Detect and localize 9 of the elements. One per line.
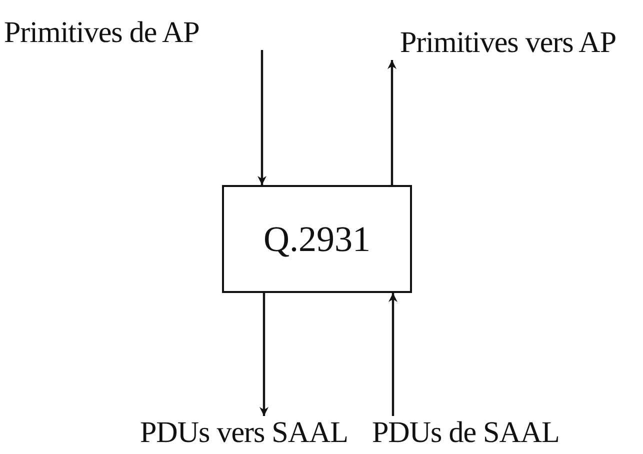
arrow xyxy=(388,60,396,185)
label-text: Primitives de AP xyxy=(4,16,266,50)
label-text: PDUs vers SAAL xyxy=(140,416,350,450)
process-box: Q.2931 xyxy=(222,185,412,293)
label-text: PDUs de SAAL xyxy=(372,416,562,450)
label-text: Primitives vers AP xyxy=(388,26,642,60)
arrow xyxy=(260,293,268,416)
arrow xyxy=(388,293,398,416)
arrow xyxy=(258,50,266,185)
